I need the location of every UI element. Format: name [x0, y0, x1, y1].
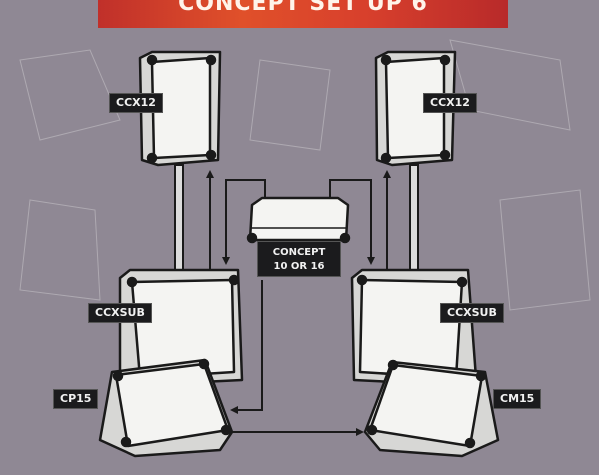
- right-monitor: [363, 359, 500, 458]
- cable-to-left-sub: [222, 179, 266, 265]
- title-banner: CONCEPT SET UP 6: [98, 0, 508, 28]
- signal-cables: [206, 170, 391, 436]
- left-monitor-label: CP15: [53, 389, 99, 409]
- mixer-label-line1: CONCEPT: [272, 247, 326, 258]
- right-sub-label: CCXSUB: [440, 303, 504, 323]
- mixer: [246, 196, 351, 244]
- right-top-speaker-label: CCX12: [423, 93, 477, 113]
- diagram-title: CONCEPT SET UP 6: [178, 0, 428, 16]
- right-top-speaker: [374, 50, 457, 167]
- mixer-label: CONCEPT 10 OR 16: [257, 241, 341, 277]
- left-pole: [174, 164, 184, 276]
- left-top-speaker-label: CCX12: [109, 93, 163, 113]
- right-pole: [409, 164, 419, 276]
- left-monitor: [98, 358, 234, 458]
- background-texture: [19, 39, 591, 311]
- left-subwoofer: [118, 268, 244, 387]
- left-sub-label: CCXSUB: [88, 303, 152, 323]
- mixer-label-line2: 10 OR 16: [273, 261, 325, 272]
- left-top-speaker: [138, 50, 222, 167]
- cable-to-left-monitor: [230, 280, 263, 414]
- right-monitor-label: CM15: [493, 389, 542, 409]
- cable-to-right-sub: [329, 179, 375, 265]
